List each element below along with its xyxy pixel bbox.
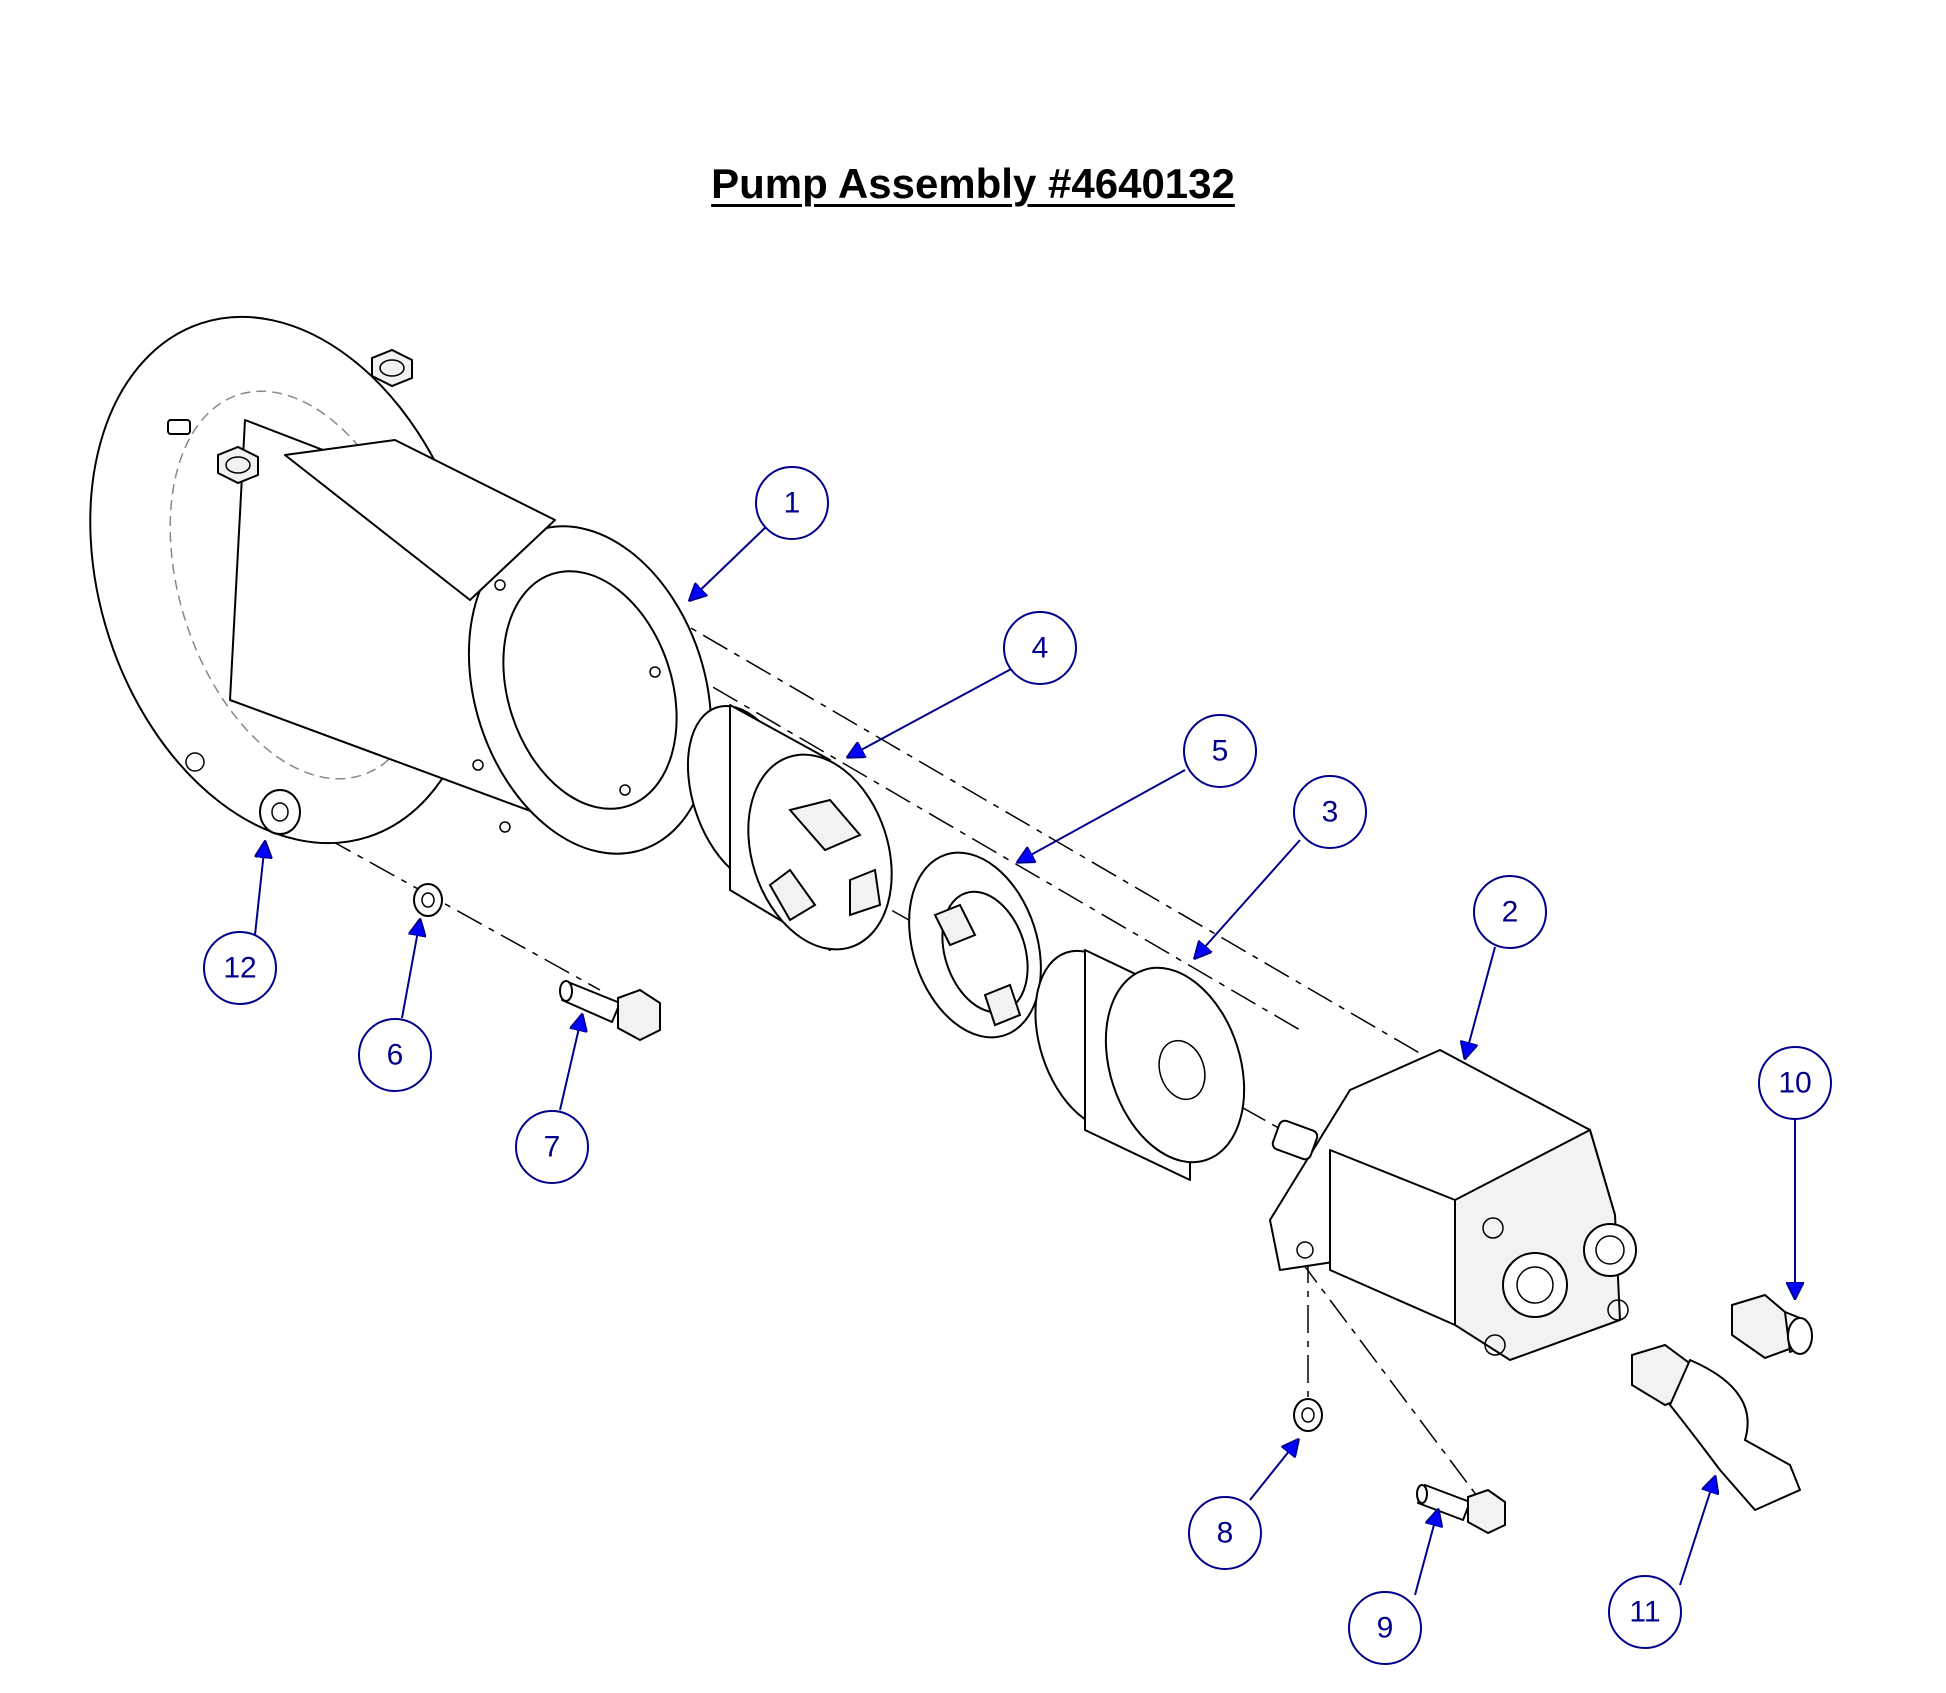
pump-washer <box>1293 1398 1323 1432</box>
leader-6 <box>401 920 420 1019</box>
balloon-label: 1 <box>784 487 801 520</box>
leader-12 <box>254 842 265 936</box>
balloon-label: 2 <box>1502 896 1519 929</box>
balloon-7: 7 <box>515 1110 589 1184</box>
balloon-6: 6 <box>358 1018 432 1092</box>
leader-7 <box>559 1015 582 1111</box>
balloon-11: 11 <box>1608 1575 1682 1649</box>
hex-bolt-housing <box>559 980 661 1042</box>
balloon-label: 9 <box>1377 1612 1394 1645</box>
balloon-label: 10 <box>1778 1067 1811 1100</box>
balloon-label: 6 <box>387 1039 404 1072</box>
flat-washer <box>413 883 443 917</box>
balloon-3: 3 <box>1293 775 1367 849</box>
coupling-spider <box>908 851 1042 1039</box>
bell-housing <box>89 315 713 855</box>
balloon-label: 8 <box>1217 1517 1234 1550</box>
balloon-label: 7 <box>544 1131 561 1164</box>
flange-bolt <box>217 445 259 485</box>
leader-2 <box>1465 946 1496 1058</box>
balloon-12: 12 <box>203 931 277 1005</box>
diagram-title: Pump Assembly #4640132 <box>711 160 1235 207</box>
lock-washer <box>259 789 301 835</box>
balloon-label: 3 <box>1322 796 1339 829</box>
leader-11 <box>1679 1477 1715 1586</box>
coupling-half-pump <box>1034 949 1246 1181</box>
balloon-label: 12 <box>223 952 256 985</box>
leader-4 <box>848 667 1014 757</box>
leader-3 <box>1195 839 1301 958</box>
leader-lines <box>254 524 1795 1596</box>
balloon-label: 5 <box>1212 735 1229 768</box>
leader-8 <box>1249 1440 1298 1501</box>
gear-pump <box>1269 1049 1637 1362</box>
leader-5 <box>1018 769 1186 862</box>
balloon-4: 4 <box>1003 611 1077 685</box>
balloon-label: 11 <box>1629 1596 1660 1629</box>
straight-fitting <box>1731 1293 1813 1360</box>
elbow-fitting <box>1631 1343 1801 1511</box>
balloon-8: 8 <box>1188 1496 1262 1570</box>
hex-bolt-pump <box>1416 1484 1506 1535</box>
balloon-1: 1 <box>755 466 829 540</box>
leader-1 <box>690 524 769 600</box>
leader-9 <box>1414 1510 1438 1596</box>
coupling-half-motor <box>686 704 893 951</box>
balloon-5: 5 <box>1183 714 1257 788</box>
balloon-label: 4 <box>1032 632 1049 665</box>
balloon-2: 2 <box>1473 875 1547 949</box>
balloon-10: 10 <box>1758 1046 1832 1120</box>
balloon-9: 9 <box>1348 1591 1422 1665</box>
flange-bolt <box>371 348 413 388</box>
